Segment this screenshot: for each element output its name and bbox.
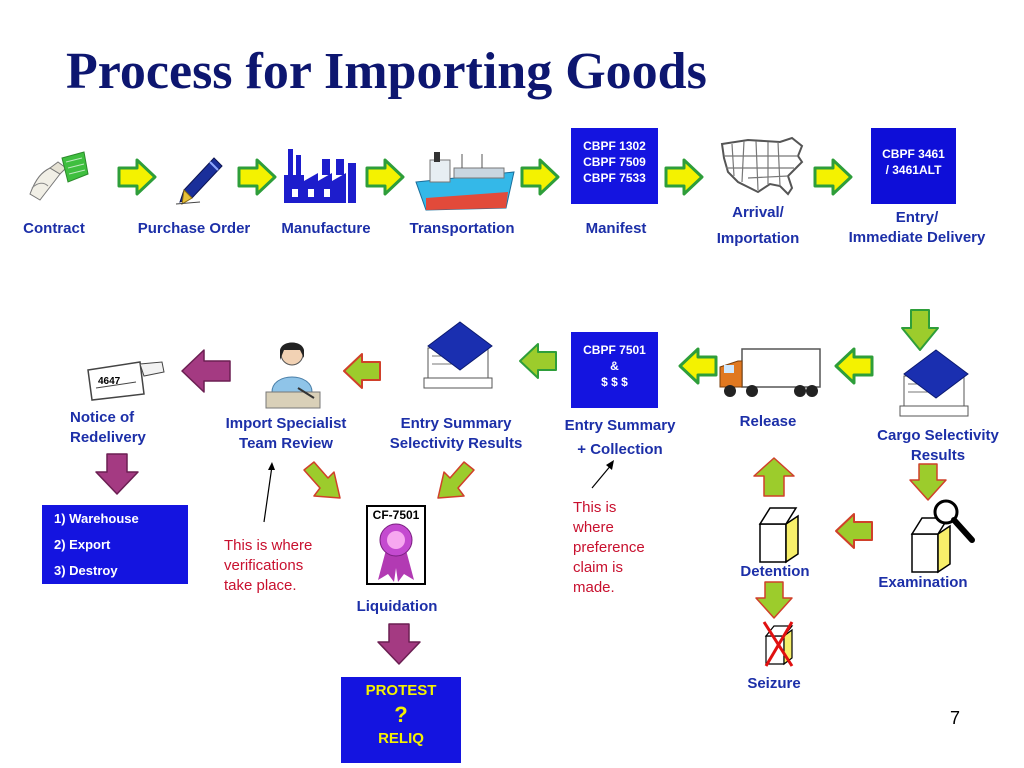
arrow-up bbox=[753, 457, 795, 497]
examination-label: Examination bbox=[878, 574, 968, 591]
step-label-entry: Entry/ Immediate Delivery bbox=[848, 209, 986, 246]
contract-icon bbox=[29, 151, 89, 201]
release-label: Release bbox=[739, 413, 797, 430]
step-label-transportation: Transportation bbox=[409, 220, 515, 237]
arrow-down-left bbox=[437, 461, 475, 499]
form-code: CBPF 7501 bbox=[583, 343, 646, 357]
list-item: 3) Destroy bbox=[54, 563, 118, 578]
notice-of-redelivery-label: Notice of Redelivery bbox=[70, 409, 146, 446]
page-number: 7 bbox=[950, 708, 961, 728]
step-label-arrival: Arrival/ Importation bbox=[716, 204, 800, 247]
seizure-label: Seizure bbox=[747, 675, 801, 692]
arrow-down bbox=[377, 623, 421, 665]
form-code: CBPF 1302 bbox=[583, 139, 646, 153]
seized-box-icon bbox=[762, 621, 794, 667]
form-code: CBPF 3461 bbox=[882, 147, 945, 161]
entry-summary-selectivity-label: Entry Summary Selectivity Results bbox=[389, 415, 523, 452]
verifications-note: This is where verifications take place. bbox=[224, 537, 313, 594]
arrow-left bbox=[519, 343, 557, 379]
arrow-down bbox=[755, 581, 793, 619]
arrow-down bbox=[909, 463, 947, 501]
form-code: & bbox=[610, 359, 619, 373]
factory-icon bbox=[284, 149, 356, 203]
notice-document-icon: 4647 bbox=[87, 361, 165, 401]
preference-note: This is where preference claim is made. bbox=[573, 499, 645, 596]
detention-label: Detention bbox=[740, 563, 810, 580]
open-box-icon bbox=[910, 517, 951, 574]
form-code: CBPF 7533 bbox=[583, 171, 646, 185]
manifest-form-box: CBPF 1302 CBPF 7509 CBPF 7533 bbox=[571, 128, 658, 204]
ship-icon bbox=[415, 152, 515, 211]
entry-form-box: CBPF 3461 / 3461ALT bbox=[871, 128, 956, 204]
cargo-selectivity-label: Cargo Selectivity Results bbox=[877, 427, 999, 464]
arrow-left bbox=[343, 353, 381, 389]
computer-icon bbox=[423, 321, 493, 389]
open-box-icon bbox=[758, 507, 799, 564]
form-code: $ $ $ bbox=[601, 375, 628, 389]
form-code: / 3461ALT bbox=[885, 163, 942, 177]
cf-form-label: CF-7501 bbox=[372, 508, 420, 522]
notice-number: 4647 bbox=[98, 376, 121, 387]
step-label-manufacture: Manufacture bbox=[281, 220, 371, 237]
award-ribbon-icon bbox=[378, 523, 414, 582]
step-label-contract: Contract bbox=[23, 220, 85, 237]
arrow-right bbox=[520, 158, 560, 196]
computer-icon bbox=[899, 349, 969, 417]
truck-icon bbox=[719, 348, 821, 397]
entry-summary-label: Entry Summary + Collection bbox=[564, 417, 676, 458]
arrow-left bbox=[678, 347, 718, 385]
arrow-left bbox=[181, 349, 231, 393]
arrow-right bbox=[664, 158, 704, 196]
arrow-right bbox=[117, 158, 157, 196]
magnifier-icon bbox=[933, 499, 975, 543]
arrow-down bbox=[901, 309, 939, 351]
step-label-purchase-order: Purchase Order bbox=[137, 220, 251, 237]
arrow-left bbox=[835, 513, 873, 549]
arrow-right bbox=[237, 158, 277, 196]
list-item: 1) Warehouse bbox=[54, 511, 139, 526]
redelivery-options-list: 1) Warehouse 2) Export 3) Destroy bbox=[42, 505, 188, 584]
arrow-down-right bbox=[303, 461, 341, 499]
pointer-line bbox=[263, 462, 275, 523]
import-specialist-label: Import Specialist Team Review bbox=[225, 415, 347, 452]
protest-box: PROTEST ? RELIQ bbox=[341, 677, 461, 763]
specialist-icon bbox=[265, 342, 321, 409]
list-item: 2) Export bbox=[54, 537, 111, 552]
arrow-right bbox=[813, 158, 853, 196]
step-label-manifest: Manifest bbox=[585, 220, 647, 237]
entry-summary-form-box: CBPF 7501 & $ $ $ bbox=[571, 332, 658, 408]
form-code: CBPF 7509 bbox=[583, 155, 646, 169]
liquidation-label: Liquidation bbox=[356, 598, 438, 615]
pen-icon bbox=[175, 157, 223, 205]
pointer-line bbox=[591, 460, 614, 489]
arrow-left bbox=[834, 347, 874, 385]
us-map-icon bbox=[720, 136, 804, 196]
page-title: Process for Importing Goods bbox=[66, 43, 707, 100]
arrow-down bbox=[95, 453, 139, 495]
arrow-right bbox=[365, 158, 405, 196]
